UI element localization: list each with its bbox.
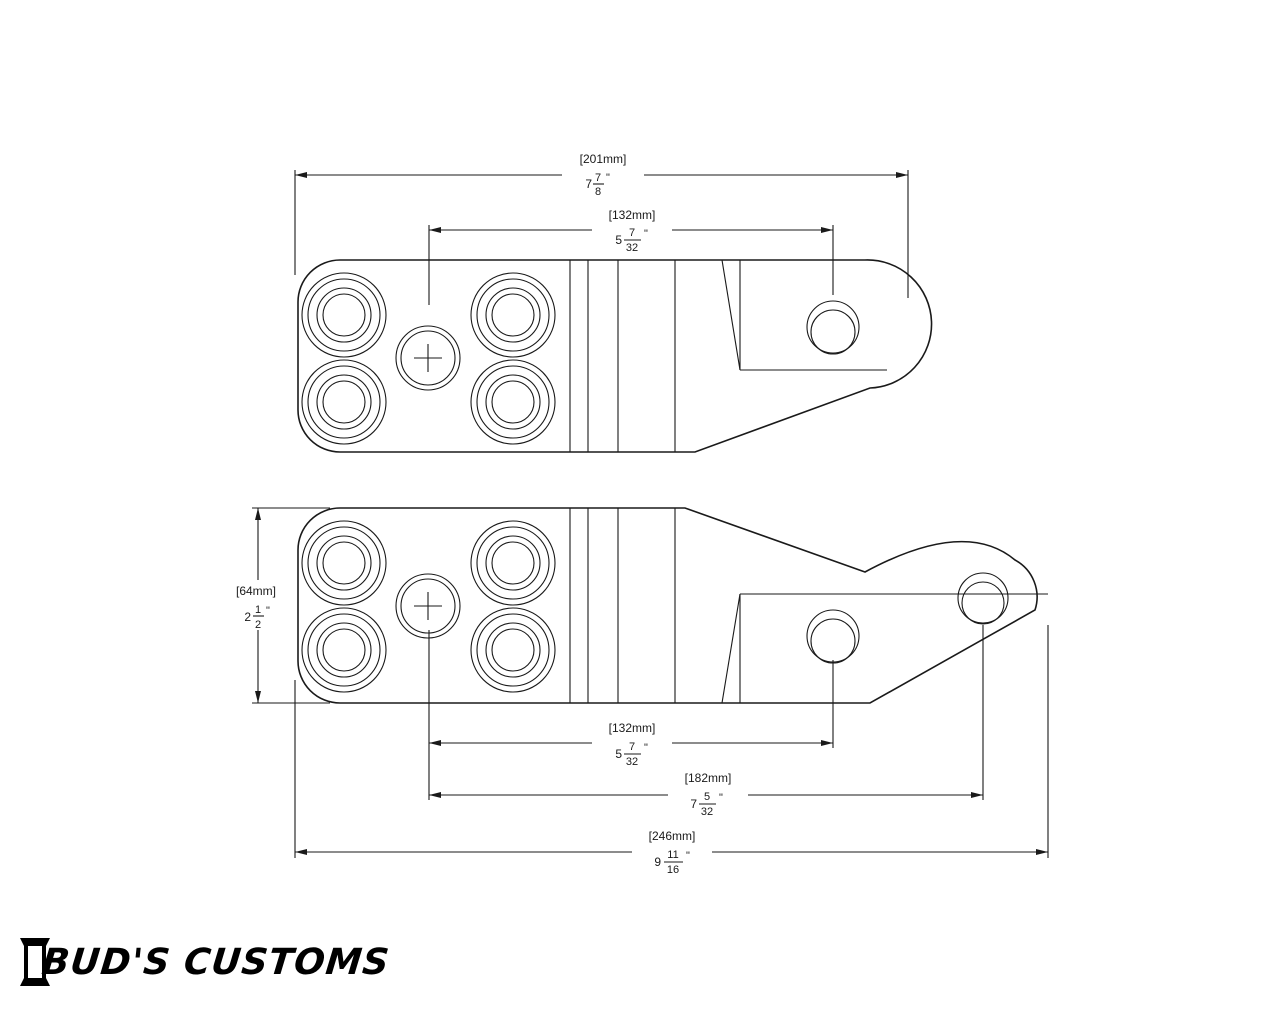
- svg-text:2: 2: [244, 610, 251, 624]
- svg-text:8: 8: [595, 186, 601, 198]
- svg-text:[201mm]: [201mm]: [580, 152, 627, 166]
- svg-text:": ": [266, 605, 270, 617]
- center-hole: [395, 325, 461, 391]
- svg-text:32: 32: [701, 806, 713, 818]
- far-hole-bottom: [957, 572, 1009, 625]
- label-bottom-overall: [246mm] 9 11 16 ": [649, 829, 696, 876]
- label-bottom-bolt-to-far-hole: [182mm] 7 5 32 ": [685, 771, 732, 818]
- label-top-bolt-to-hole: [132mm] 5 7 32 ": [609, 208, 656, 254]
- bottom-bracket-part: [297, 507, 1048, 704]
- svg-text:9: 9: [654, 855, 661, 869]
- svg-text:[132mm]: [132mm]: [609, 208, 656, 222]
- dim-bottom-height: [222, 507, 330, 704]
- svg-text:[246mm]: [246mm]: [649, 829, 696, 843]
- svg-text:7: 7: [595, 172, 601, 184]
- mid-hole-bottom: [806, 609, 860, 664]
- end-hole: [806, 300, 860, 355]
- label-top-overall: [201mm] 7 7 8 ": [580, 152, 627, 198]
- svg-text:32: 32: [626, 756, 638, 768]
- metric-value: 201mm: [583, 152, 623, 166]
- top-bracket-part: [297, 259, 933, 453]
- svg-text:5: 5: [615, 233, 622, 247]
- dim-bottom-bolt-to-hole: [428, 630, 834, 800]
- svg-text:7: 7: [690, 797, 697, 811]
- boss-3: [470, 272, 556, 358]
- boss-5: [301, 520, 387, 606]
- svg-text:": ": [644, 742, 648, 754]
- svg-text:": ": [606, 172, 610, 184]
- svg-text:[132mm]: [132mm]: [609, 721, 656, 735]
- svg-text:5: 5: [615, 747, 622, 761]
- dim-bottom-bolt-to-far-hole: [429, 625, 984, 818]
- svg-text:7: 7: [585, 177, 592, 191]
- boss-8: [470, 607, 556, 693]
- dim-top-overall: [294, 150, 909, 298]
- label-bottom-bolt-to-hole: [132mm] 5 7 32 ": [609, 721, 656, 768]
- svg-text:7: 7: [629, 741, 635, 753]
- svg-text:": ": [644, 228, 648, 240]
- brand-logo: BUD'S CUSTOMS: [39, 942, 392, 983]
- svg-text:[64mm]: [64mm]: [236, 584, 276, 598]
- boss-6: [301, 607, 387, 693]
- boss-2: [301, 359, 387, 445]
- svg-text:32: 32: [626, 242, 638, 254]
- center-hole-bottom: [395, 573, 461, 639]
- svg-text:[182mm]: [182mm]: [685, 771, 732, 785]
- svg-text:": ": [719, 792, 723, 804]
- boss-4: [470, 359, 556, 445]
- svg-text:7: 7: [629, 227, 635, 239]
- logo-b-emblem: [20, 938, 50, 986]
- dim-bottom-overall: [294, 625, 1049, 878]
- dim-top-bolt-to-hole: [428, 205, 834, 305]
- boss-1: [301, 272, 387, 358]
- boss-7: [470, 520, 556, 606]
- svg-text:1: 1: [255, 604, 261, 616]
- svg-text:2: 2: [255, 619, 261, 631]
- svg-text:": ": [686, 850, 690, 862]
- svg-text:16: 16: [667, 864, 679, 876]
- svg-text:11: 11: [667, 849, 678, 861]
- label-bottom-height: [64mm] 2 1 2 ": [236, 584, 276, 631]
- svg-text:5: 5: [704, 791, 710, 803]
